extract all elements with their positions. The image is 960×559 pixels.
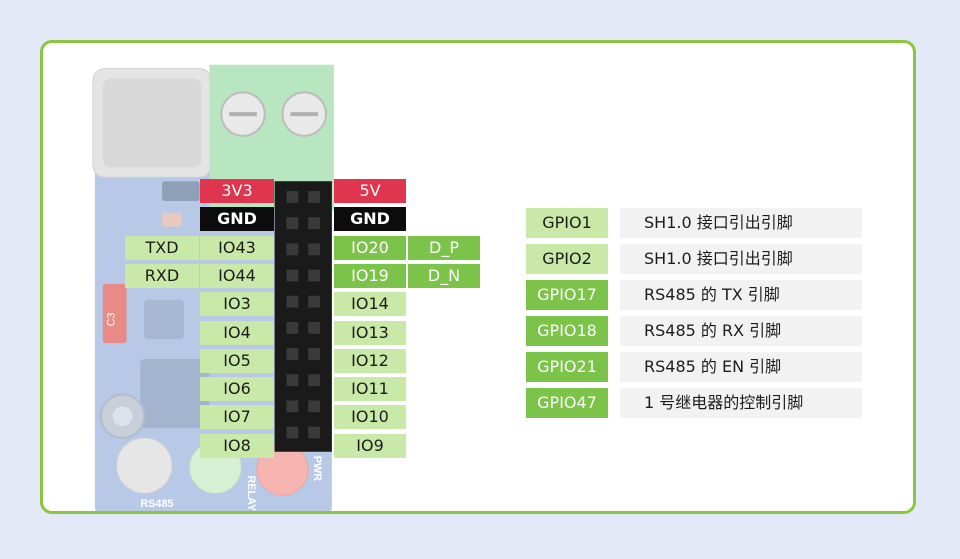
header-pin — [286, 321, 299, 334]
left-outer-label-txd: TXD — [125, 235, 199, 260]
pin-dots — [286, 191, 321, 439]
gpio-label-gpio18: GPIO18 — [526, 316, 608, 346]
gpio-description-gpio47: 1 号继电器的控制引脚 — [620, 388, 862, 418]
relay-text: RELAY — [245, 475, 257, 511]
header-pin — [308, 243, 321, 256]
gpio-description-gpio1: SH1.0 接口引出引脚 — [620, 208, 862, 238]
gpio-description-gpio2: SH1.0 接口引出引脚 — [620, 244, 862, 274]
pwr-text: PWR — [311, 456, 323, 481]
left-pin-label-io5: IO5 — [200, 348, 274, 373]
left-pin-label-io6: IO6 — [200, 377, 274, 402]
right-pin-label-gnd: GND — [334, 207, 406, 232]
gpio-label-gpio2: GPIO2 — [526, 244, 608, 274]
header-pin — [308, 426, 321, 439]
gpio-label-gpio1: GPIO1 — [526, 208, 608, 238]
header-pin — [308, 217, 321, 230]
header-pin — [286, 243, 299, 256]
right-pin-label-io12: IO12 — [334, 348, 406, 373]
left-pin-label-io3: IO3 — [200, 292, 274, 317]
header-pin — [308, 321, 321, 334]
header-pin — [286, 191, 299, 203]
right-pin-label-io13: IO13 — [334, 320, 406, 345]
header-pin — [286, 426, 299, 439]
left-pin-label-io44: IO44 — [200, 263, 274, 288]
right-pin-label-io20: IO20 — [334, 235, 406, 260]
header-pin — [286, 348, 299, 360]
header-pin — [286, 295, 299, 308]
left-pin-label-io43: IO43 — [200, 235, 274, 260]
left-outer-label-rxd: RXD — [125, 263, 199, 288]
gpio-label-gpio47: GPIO47 — [526, 388, 608, 418]
right-pin-label-io19: IO19 — [334, 263, 406, 288]
left-pin-label-io7: IO7 — [200, 405, 274, 430]
gpio-label-gpio17: GPIO17 — [526, 280, 608, 310]
header-pin — [286, 374, 299, 387]
right-pin-label-io9: IO9 — [334, 433, 406, 458]
gpio-label-gpio21: GPIO21 — [526, 352, 608, 382]
capacitor-c3 — [102, 283, 127, 344]
right-pin-label-5v: 5V — [334, 179, 406, 203]
board-illustration: C3 RS485 RELAY PWR — [92, 64, 334, 511]
header-pin — [308, 295, 321, 308]
left-pin-label-io4: IO4 — [200, 320, 274, 345]
c3-text: C3 — [106, 313, 118, 327]
right-pin-label-io14: IO14 — [334, 292, 406, 317]
pin-header — [274, 181, 332, 452]
right-outer-label-d-n: D_N — [408, 263, 480, 288]
right-outer-label-d-p: D_P — [408, 235, 480, 260]
right-pin-label-io10: IO10 — [334, 405, 406, 430]
header-pin — [308, 374, 321, 387]
header-pin — [286, 217, 299, 230]
header-pin — [286, 400, 299, 413]
gpio-description-gpio17: RS485 的 TX 引脚 — [620, 280, 862, 310]
gpio-description-gpio21: RS485 的 EN 引脚 — [620, 352, 862, 382]
gpio-description-gpio18: RS485 的 RX 引脚 — [620, 316, 862, 346]
header-pin — [286, 269, 299, 282]
left-pin-label-gnd: GND — [200, 207, 274, 232]
right-pin-label-io11: IO11 — [334, 377, 406, 402]
left-pin-label-3v3: 3V3 — [200, 179, 274, 203]
left-pin-label-io8: IO8 — [200, 433, 274, 458]
header-pin — [308, 400, 321, 413]
header-pin — [308, 348, 321, 360]
header-pin — [308, 269, 321, 282]
rs485-text: RS485 — [140, 498, 173, 510]
header-pin — [308, 191, 321, 203]
led-white — [116, 437, 173, 494]
